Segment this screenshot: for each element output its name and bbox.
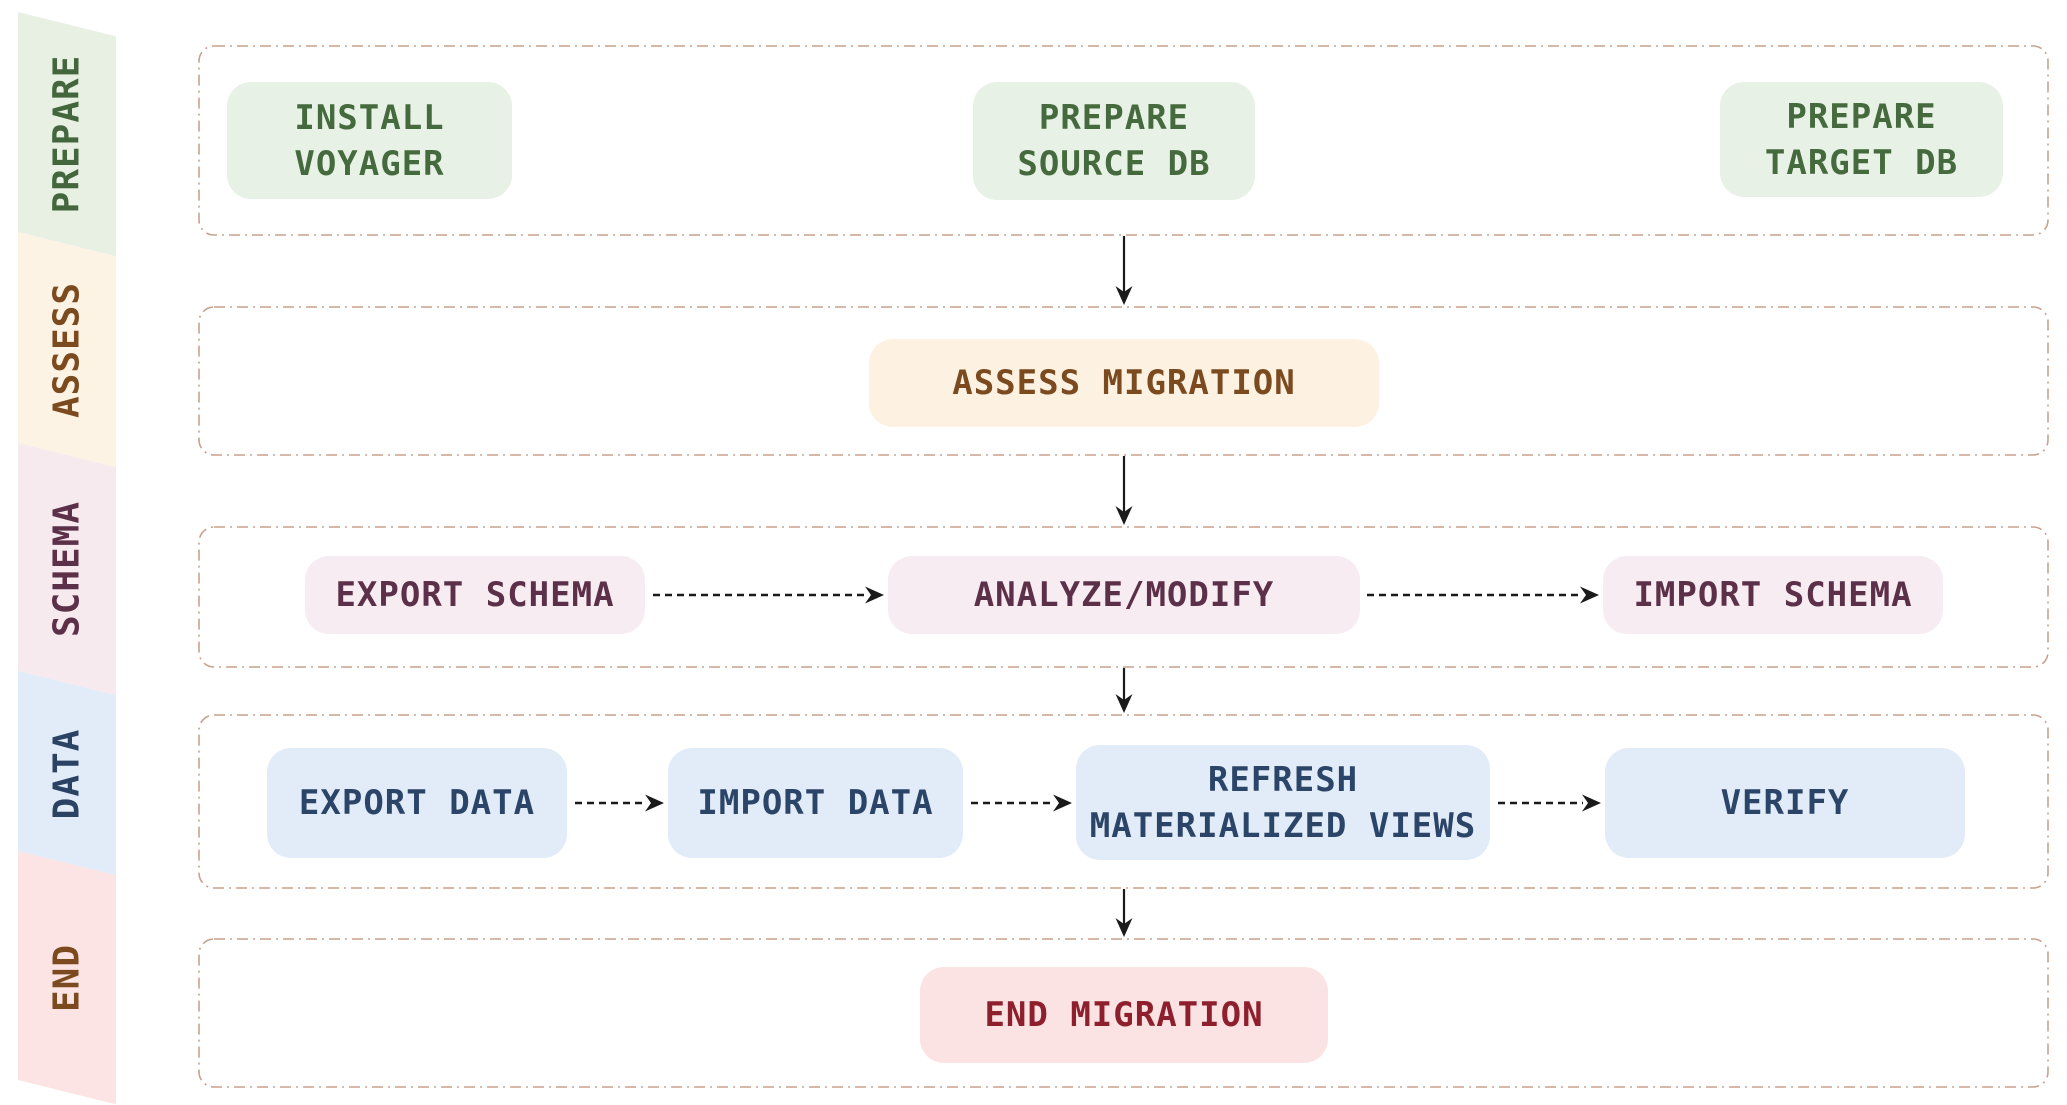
ribbon-label-end: END xyxy=(46,943,88,1013)
arrow-refresh-materialized-views-to-verify xyxy=(1498,794,1601,812)
lane-outline-data xyxy=(198,714,2049,889)
arrow-assess-migration-to-analyze-modify xyxy=(1115,456,1133,525)
step-end-migration[interactable]: END MIGRATION xyxy=(920,967,1328,1063)
arrow-prepare-source-db-to-assess-migration xyxy=(1115,236,1133,305)
step-export-data[interactable]: EXPORT DATA xyxy=(267,748,567,858)
step-refresh-materialized-views-label: REFRESH MATERIALIZED VIEWS xyxy=(1089,759,1477,846)
step-import-data-label: IMPORT DATA xyxy=(697,783,934,823)
step-refresh-materialized-views[interactable]: REFRESH MATERIALIZED VIEWS xyxy=(1076,745,1490,860)
arrow-import-data-to-refresh-materialized-views xyxy=(971,794,1072,812)
step-prepare-target-db-label: PREPARE TARGET DB xyxy=(1764,96,1959,183)
step-assess-migration-label: ASSESS MIGRATION xyxy=(952,363,1296,403)
step-assess-migration[interactable]: ASSESS MIGRATION xyxy=(869,339,1379,427)
ribbon-label-prepare: PREPARE xyxy=(46,54,88,214)
step-analyze-modify[interactable]: ANALYZE/MODIFY xyxy=(888,556,1360,634)
lane-outline-schema xyxy=(198,526,2049,668)
arrow-analyze-modify-to-refresh-materialized-views xyxy=(1115,668,1133,713)
step-verify-label: VERIFY xyxy=(1720,783,1850,823)
arrow-analyze-modify-to-import-schema xyxy=(1367,586,1599,604)
step-prepare-source-db-label: PREPARE SOURCE DB xyxy=(1017,98,1211,184)
arrow-export-schema-to-analyze-modify xyxy=(653,586,884,604)
ribbon-label-data: DATA xyxy=(46,728,88,820)
step-analyze-modify-label: ANALYZE/MODIFY xyxy=(973,575,1275,615)
step-import-schema-label: IMPORT SCHEMA xyxy=(1633,575,1913,615)
step-import-data[interactable]: IMPORT DATA xyxy=(668,748,963,858)
step-export-schema-label: EXPORT SCHEMA xyxy=(335,575,615,615)
arrow-export-data-to-import-data xyxy=(575,794,664,812)
ribbon-label-schema: SCHEMA xyxy=(46,500,88,638)
step-import-schema[interactable]: IMPORT SCHEMA xyxy=(1603,556,1943,634)
step-install-voyager[interactable]: INSTALL VOYAGER xyxy=(227,82,512,199)
step-prepare-target-db[interactable]: PREPARE TARGET DB xyxy=(1720,82,2003,197)
ribbon-label-assess: ASSESS xyxy=(46,281,88,419)
arrow-refresh-materialized-views-to-end-migration xyxy=(1115,889,1133,937)
step-prepare-source-db[interactable]: PREPARE SOURCE DB xyxy=(973,82,1255,200)
step-export-schema[interactable]: EXPORT SCHEMA xyxy=(305,556,645,634)
step-verify[interactable]: VERIFY xyxy=(1605,748,1965,858)
step-install-voyager-label: INSTALL VOYAGER xyxy=(294,97,445,184)
step-end-migration-label: END MIGRATION xyxy=(984,995,1264,1035)
step-export-data-label: EXPORT DATA xyxy=(298,783,536,823)
